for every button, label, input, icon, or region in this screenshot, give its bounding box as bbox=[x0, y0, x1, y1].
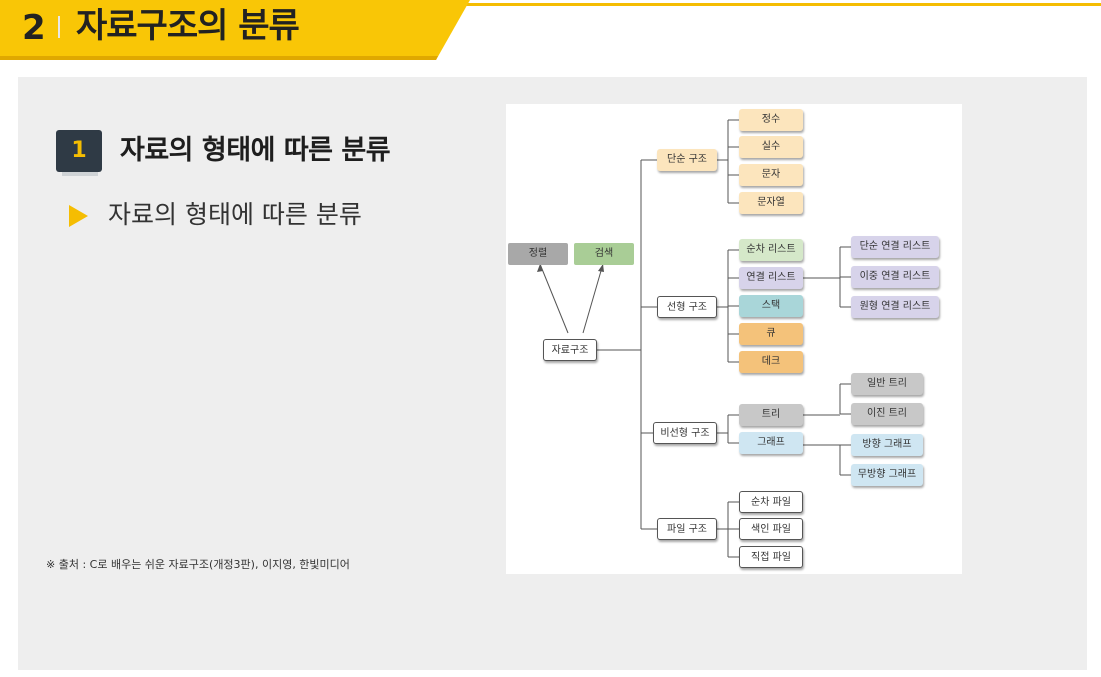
header-band-shape bbox=[0, 0, 470, 60]
section-badge: 1 bbox=[56, 130, 102, 172]
node-linked-list: 연결 리스트 bbox=[739, 267, 803, 289]
bullet-arrow-icon bbox=[69, 205, 88, 227]
node-sequential-file: 순차 파일 bbox=[739, 491, 803, 513]
sort-node: 정렬 bbox=[508, 243, 568, 265]
search-node: 검색 bbox=[574, 243, 634, 265]
node-indexed-file: 색인 파일 bbox=[739, 518, 803, 540]
header-band bbox=[0, 0, 470, 62]
node-queue: 큐 bbox=[739, 323, 803, 345]
diagram-connectors bbox=[537, 119, 851, 558]
category-simple: 단순 구조 bbox=[657, 149, 717, 171]
node-doubly-linked: 이중 연결 리스트 bbox=[851, 266, 939, 288]
node-string: 문자열 bbox=[739, 192, 803, 214]
node-undirected-graph: 무방향 그래프 bbox=[851, 464, 923, 486]
node-sequential-list: 순차 리스트 bbox=[739, 239, 803, 261]
root-node: 자료구조 bbox=[543, 339, 597, 361]
category-nonlinear: 비선형 구조 bbox=[653, 422, 717, 444]
node-tree: 트리 bbox=[739, 404, 803, 426]
node-direct-file: 직접 파일 bbox=[739, 546, 803, 568]
section-badge-shadow bbox=[62, 170, 98, 176]
node-general-tree: 일반 트리 bbox=[851, 373, 923, 395]
category-linear: 선형 구조 bbox=[657, 296, 717, 318]
node-graph: 그래프 bbox=[739, 432, 803, 454]
node-integer: 정수 bbox=[739, 109, 803, 131]
chapter-number: 2 bbox=[22, 8, 46, 48]
node-real: 실수 bbox=[739, 136, 803, 158]
node-char: 문자 bbox=[739, 164, 803, 186]
node-circular-linked: 원형 연결 리스트 bbox=[851, 296, 939, 318]
node-binary-tree: 이진 트리 bbox=[851, 403, 923, 425]
category-file: 파일 구조 bbox=[657, 518, 717, 540]
node-deque: 데크 bbox=[739, 351, 803, 373]
header-accent-line bbox=[0, 3, 1101, 6]
node-singly-linked: 단순 연결 리스트 bbox=[851, 236, 939, 258]
section-title: 자료의 형태에 따른 분류 bbox=[120, 135, 391, 166]
node-directed-graph: 방향 그래프 bbox=[851, 434, 923, 456]
bullet-text: 자료의 형태에 따른 분류 bbox=[108, 200, 362, 229]
header-divider bbox=[58, 16, 60, 38]
page-title: 자료구조의 분류 bbox=[76, 6, 300, 46]
section-number: 1 bbox=[71, 138, 87, 163]
node-stack: 스택 bbox=[739, 295, 803, 317]
data-structure-diagram: 정렬 검색 자료구조 단순 구조 선형 구조 비선형 구조 파일 구조 정수 실… bbox=[506, 104, 962, 574]
source-citation: ※ 출처 : C로 배우는 쉬운 자료구조(개정3판), 이지영, 한빛미디어 bbox=[46, 558, 350, 571]
